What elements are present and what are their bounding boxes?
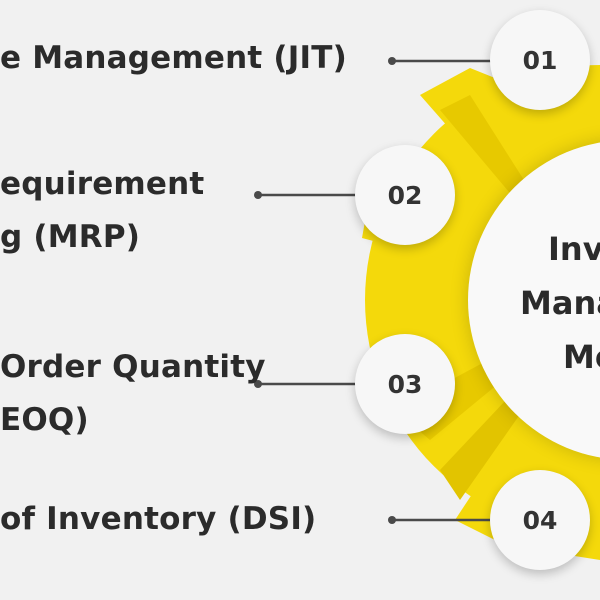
step-03-label-line-2: EOQ) <box>0 402 89 438</box>
center-title-line-2: Mana <box>520 284 600 322</box>
step-01-badge: 01 <box>490 10 590 110</box>
connector-dot-01 <box>388 57 396 65</box>
step-04-label: of Inventory (DSI) <box>0 501 317 537</box>
step-03-badge: 03 <box>355 334 455 434</box>
step-02-number: 02 <box>387 180 423 210</box>
center-title-line-1: Inv <box>548 230 600 268</box>
step-02-label-line-2: g (MRP) <box>0 219 141 255</box>
step-02-badge: 02 <box>355 145 455 245</box>
connector-dot-03 <box>254 380 262 388</box>
step-03-label-line-1: Order Quantity <box>0 349 266 385</box>
step-04-number: 04 <box>522 505 558 535</box>
center-title-line-3: Me <box>563 338 600 376</box>
step-04-badge: 04 <box>490 470 590 570</box>
step-01-label: e Management (JIT) <box>0 40 347 76</box>
connector-dot-04 <box>388 516 396 524</box>
step-01-number: 01 <box>522 45 558 75</box>
step-03-number: 03 <box>387 369 423 399</box>
step-02-label-line-1: equirement <box>0 166 205 202</box>
connector-dot-02 <box>254 191 262 199</box>
